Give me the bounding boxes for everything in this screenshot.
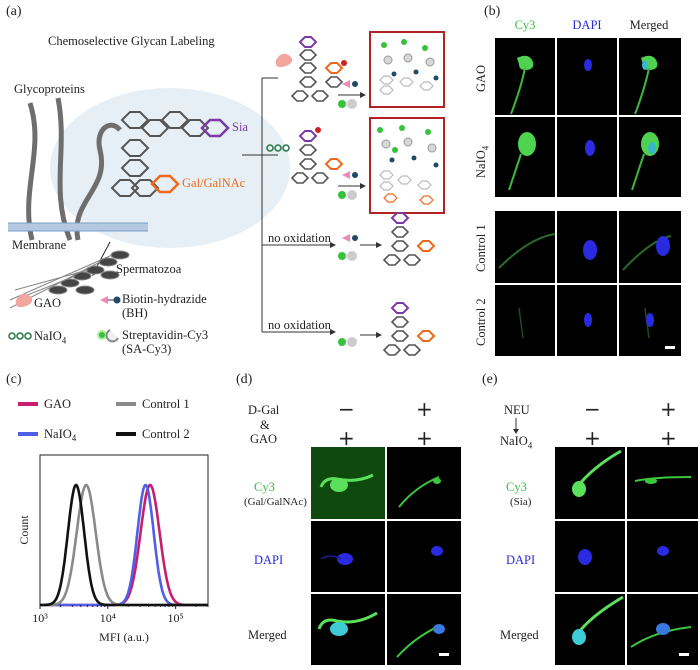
b-image-grid: [495, 38, 681, 356]
d-row-cy3-sub: (Gal/GalNAc): [244, 496, 307, 508]
legend-bh: Biotin-hydrazide(BH): [122, 292, 207, 320]
legend-sa-cy3: Streptavidin-Cy3(SA-Cy3): [122, 328, 209, 356]
e-sign-top-2: +: [660, 397, 677, 421]
b-row-naio4: NaIO4: [474, 145, 491, 178]
x-axis-label: MFI (a.u.): [99, 630, 149, 644]
e-sign-bottom-2: +: [660, 426, 677, 450]
panel-label-c: (c): [6, 372, 22, 387]
e-row-dapi: DAPI: [506, 553, 536, 567]
chart-container: 10³ 10⁴ 10⁵ MFI (a.u.) Count GAO Control 1 NaIO…: [0, 380, 230, 670]
panel-label-e: (e): [482, 372, 498, 387]
b-col-merged: Merged: [629, 18, 669, 32]
e-row-cy3: Cy3: [506, 480, 527, 494]
d-image-grid: [311, 447, 461, 665]
legend-label-naio4: NaIO4: [44, 427, 77, 443]
x-tick-label: 10³: [32, 611, 48, 625]
panel-label-a: (a): [6, 4, 22, 19]
legend-label-gao: GAO: [44, 397, 71, 411]
legend-gao: GAO: [34, 296, 62, 310]
x-tick-label: 10⁴: [100, 611, 116, 625]
panel-label-b: (b): [484, 4, 501, 19]
b-row-control2: Control 2: [474, 298, 488, 346]
x-tick-label: 10⁵: [168, 611, 184, 625]
d-sign-bottom-1: +: [338, 426, 355, 450]
gal-galnac-label: Gal/GalNAc: [182, 176, 246, 190]
series-line-control-2: [40, 483, 208, 607]
d-row-merged: Merged: [248, 628, 287, 642]
d-cond-amp: &: [260, 418, 270, 432]
e-row-cy3-sub: (Sia): [510, 496, 532, 508]
panel-a-title: Chemoselective Glycan Labeling: [48, 34, 215, 48]
b-col-dapi: DAPI: [572, 18, 602, 32]
plot-frame: [39, 454, 209, 606]
legend-label-control1: Control 1: [142, 397, 190, 411]
spermatozoa-label: Spermatozoa: [116, 262, 182, 276]
d-cond-top: D-Gal: [248, 403, 280, 417]
e-cond-bottom: NaIO4: [500, 434, 533, 451]
panel-label-d: (d): [236, 372, 253, 387]
b-row-gao: GAO: [474, 64, 488, 92]
membrane-label: Membrane: [12, 238, 67, 252]
e-micrographs: [555, 447, 698, 665]
b-micrographs: [495, 38, 681, 356]
b-row-control1: Control 1: [474, 224, 488, 272]
e-sign-bottom-1: +: [584, 426, 601, 450]
histogram-chart: 10³ 10⁴ 10⁵ MFI (a.u.) Count GAO Control 1 NaIO…: [17, 397, 209, 644]
legend-label-control2: Control 2: [142, 427, 190, 441]
e-cond-top: NEU: [504, 403, 530, 417]
d-row-dapi: DAPI: [254, 553, 284, 567]
e-image-grid: [555, 447, 698, 665]
d-sign-bottom-2: +: [416, 426, 433, 450]
no-oxidation-label-1: no oxidation: [268, 231, 331, 245]
d-cond-bottom: GAO: [250, 432, 278, 446]
d-sign-top-2: +: [416, 397, 433, 421]
e-sign-top-1: −: [584, 397, 601, 421]
b-col-cy3: Cy3: [514, 18, 536, 32]
sia-label: Sia: [232, 120, 248, 134]
d-micrographs: [311, 447, 461, 665]
d-row-cy3: Cy3: [254, 480, 275, 494]
glycoproteins-label: Glycoproteins: [14, 82, 85, 96]
d-sign-top-1: −: [338, 397, 355, 421]
no-oxidation-label-2: no oxidation: [268, 318, 331, 332]
legend-naio4: NaIO4: [34, 329, 67, 346]
y-axis-label: Count: [17, 515, 31, 545]
e-row-merged: Merged: [500, 628, 539, 642]
